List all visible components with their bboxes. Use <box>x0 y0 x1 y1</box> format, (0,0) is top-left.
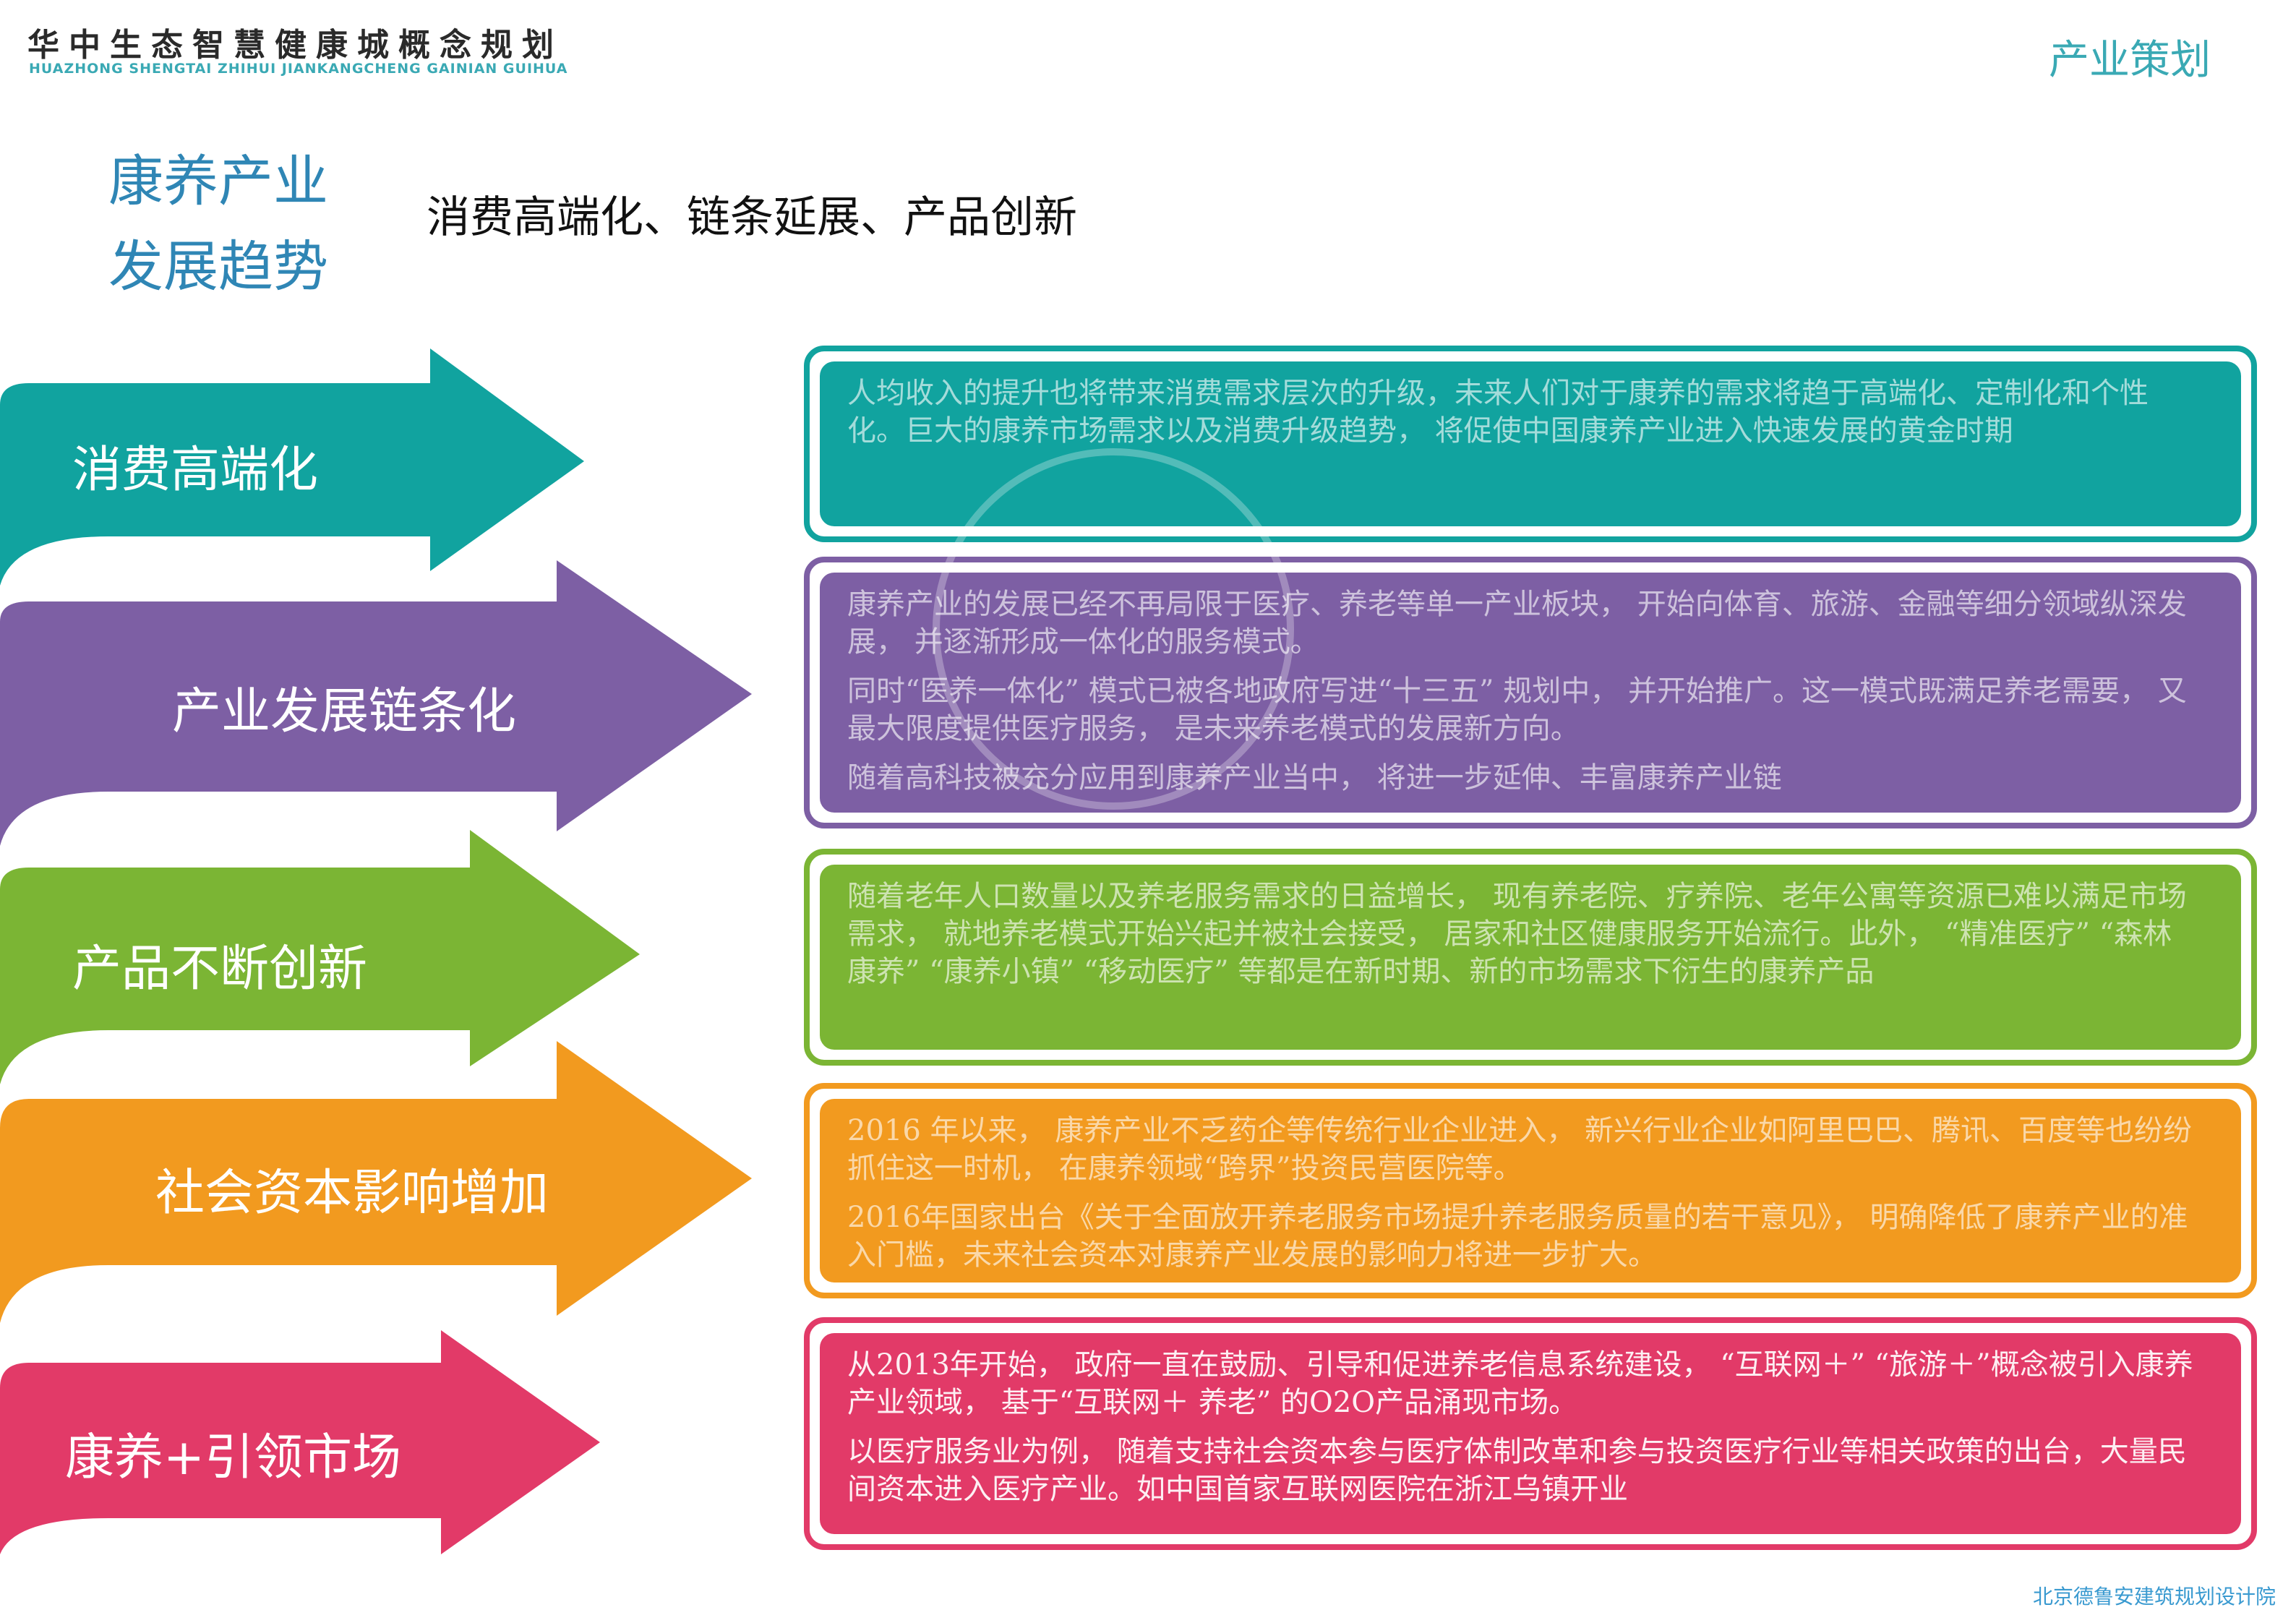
header-title: 华中生态智慧健康城概念规划 <box>27 27 563 64</box>
header-pinyin: HUAZHONG SHENGTAI ZHIHUI JIANKANGCHENG G… <box>29 61 568 77</box>
page-heading: 康养产业 发展趋势 <box>108 139 328 309</box>
trend-paragraph: 2016 年以来， 康养产业不乏药企等传统行业企业进入， 新兴行业企业如阿里巴巴… <box>847 1114 2192 1185</box>
trend-paragraph: 2016年国家出台《关于全面放开养老服务市场提升养老服务质量的若干意见》， 明确… <box>847 1201 2188 1272</box>
arrow-label-product-innovation: 产品不断创新 <box>72 941 368 998</box>
arrow-product-innovation <box>0 830 640 1084</box>
page-heading-line2: 发展趋势 <box>108 234 328 299</box>
watermark-logo-icon <box>933 448 1294 810</box>
arrow-label-kangyang-plus: 康养+引领市场 <box>65 1429 401 1486</box>
trend-paragraph: 人均收入的提升也将带来消费需求层次的升级，未来人们对于康养的需求将趋于高端化、定… <box>847 377 2149 447</box>
arrow-label-industry-chain: 产业发展链条化 <box>172 683 517 740</box>
trend-paragraph: 以医疗服务业为例， 随着支持社会资本参与医疗体制改革和参与投资医疗行业等相关政策… <box>847 1435 2187 1506</box>
trend-card-kangyang-plus-body: 从2013年开始， 政府一直在鼓励、引导和促进养老信息系统建设， “互联网＋” … <box>820 1333 2241 1534</box>
trend-paragraph: 从2013年开始， 政府一直在鼓励、引导和促进养老信息系统建设， “互联网＋” … <box>847 1348 2193 1419</box>
arrow-social-capital <box>0 1041 752 1323</box>
trend-card-product-innovation-body: 随着老年人口数量以及养老服务需求的日益增长， 现有养老院、疗养院、老年公寓等资源… <box>820 865 2241 1050</box>
footer-company: 北京德鲁安建筑规划设计院 <box>2032 1585 2276 1609</box>
trend-card-product-innovation: 随着老年人口数量以及养老服务需求的日益增长， 现有养老院、疗养院、老年公寓等资源… <box>804 849 2257 1066</box>
page-heading-line1: 康养产业 <box>108 149 328 213</box>
arrow-kangyang-plus <box>0 1330 600 1554</box>
trend-card-social-capital-body: 2016 年以来， 康养产业不乏药企等传统行业企业进入， 新兴行业企业如阿里巴巴… <box>820 1099 2241 1282</box>
page-subheading: 消费高端化、链条延展、产品创新 <box>427 192 1077 243</box>
arrow-label-social-capital: 社会资本影响增加 <box>155 1165 549 1222</box>
arrow-label-consumption: 消费高端化 <box>72 442 319 499</box>
section-label: 产业策划 <box>2049 37 2211 84</box>
trend-card-kangyang-plus: 从2013年开始， 政府一直在鼓励、引导和促进养老信息系统建设， “互联网＋” … <box>804 1317 2257 1550</box>
arrow-consumption <box>0 348 584 586</box>
trend-paragraph: 随着老年人口数量以及养老服务需求的日益增长， 现有养老院、疗养院、老年公寓等资源… <box>847 880 2187 988</box>
arrow-industry-chain <box>0 560 752 846</box>
trend-card-social-capital: 2016 年以来， 康养产业不乏药企等传统行业企业进入， 新兴行业企业如阿里巴巴… <box>804 1083 2257 1298</box>
